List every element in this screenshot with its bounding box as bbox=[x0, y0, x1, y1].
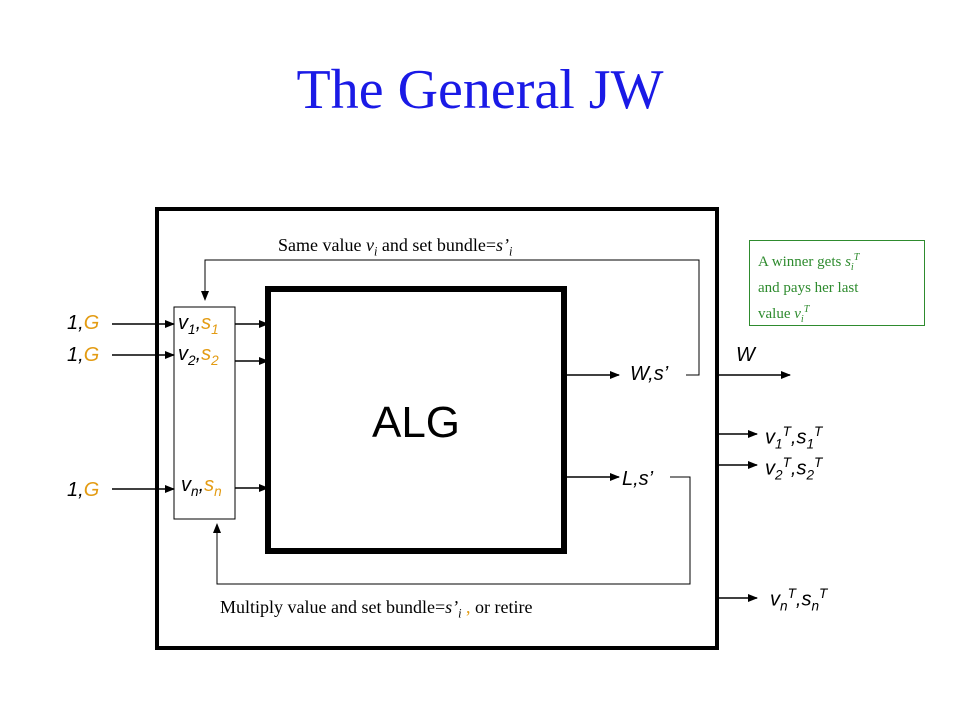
w-output-label: W bbox=[736, 344, 755, 366]
alg-loser-label: L,s’ bbox=[622, 468, 654, 490]
winner-note: A winner gets siT and pays her last valu… bbox=[749, 240, 925, 326]
slide-title: The General JW bbox=[296, 59, 664, 121]
input-label-1: 1,G bbox=[67, 312, 100, 334]
result-label-2: v2T,s2T bbox=[765, 455, 823, 483]
input-label-2: 1,G bbox=[67, 344, 100, 366]
queue-item-n: vn,sn bbox=[181, 474, 222, 499]
queue-item-1: v1,s1 bbox=[178, 312, 219, 337]
result-label-1: v1T,s1T bbox=[765, 424, 823, 452]
top-feedback-label: Same value vi and set bundle=s’i bbox=[278, 235, 513, 259]
queue-item-2: v2,s2 bbox=[178, 343, 219, 368]
alg-winner-label: W,s’ bbox=[630, 363, 669, 385]
result-label-n: vnT,snT bbox=[770, 586, 828, 614]
note-line-2: and pays her last bbox=[758, 280, 859, 296]
input-label-3: 1,G bbox=[67, 479, 100, 501]
top-feedback-arrow bbox=[201, 259, 700, 376]
queue-box bbox=[173, 306, 236, 520]
outer-frame bbox=[155, 207, 719, 650]
alg-box bbox=[265, 286, 567, 554]
alg-label: ALG bbox=[371, 398, 461, 447]
note-line-3: value viT bbox=[758, 304, 810, 325]
note-line-1: A winner gets siT bbox=[758, 252, 860, 273]
bottom-feedback-arrow bbox=[213, 476, 691, 585]
bottom-feedback-label: Multiply value and set bundle=s’i , or r… bbox=[220, 597, 533, 621]
